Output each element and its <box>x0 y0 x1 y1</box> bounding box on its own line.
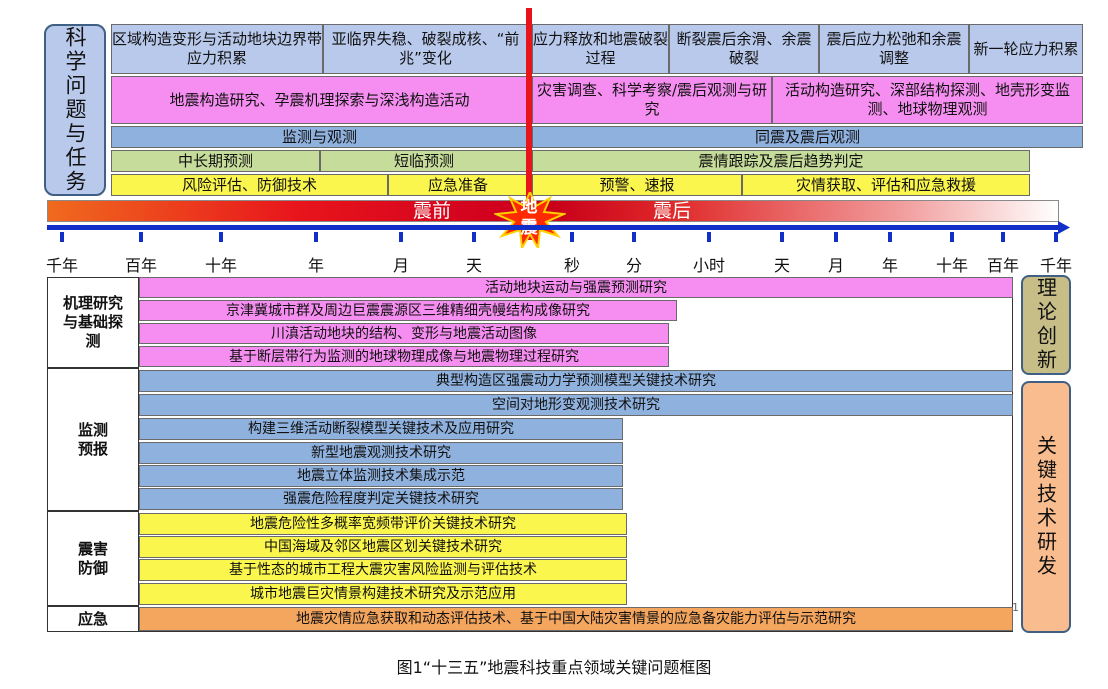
research-item: 城市地震巨灾情景构建技术研究及示范应用 <box>139 583 627 605</box>
page-mark: 1 <box>1012 601 1019 614</box>
category-emergency: 应急 <box>47 606 139 632</box>
key-tech-text: 关键技术研发 <box>1033 435 1058 579</box>
science-task-label-text: 科学问题与任务 <box>63 26 87 194</box>
research-item: 地震立体监测技术集成示范 <box>139 465 623 487</box>
timeline-axis <box>47 225 1061 230</box>
timeline-tick-label: 年 <box>881 256 898 275</box>
timeline-tick-label: 百年 <box>124 256 157 275</box>
timeline-tick <box>834 232 838 242</box>
timeline-tick-label: 秒 <box>563 256 580 275</box>
task-row1-item: 新一轮应力积累 <box>969 24 1083 74</box>
timeline-tick <box>314 232 318 242</box>
research-item: 空间对地形变观测技术研究 <box>139 394 1013 416</box>
timeline-tick-label: 天 <box>773 256 790 275</box>
category-defense: 震害防御 <box>47 511 139 606</box>
earthquake-divider-line <box>526 8 532 240</box>
timeline-tick <box>1001 232 1005 242</box>
research-item: 活动地块运动与强震预测研究 <box>139 277 1013 298</box>
theory-innovation-text: 理论创新 <box>1033 277 1058 373</box>
task-row2-item: 地震构造研究、孕震机理探索与深浅构造活动 <box>111 76 528 124</box>
timeline-tick-label: 年 <box>307 256 324 275</box>
after-quake-label: 震后 <box>652 200 691 222</box>
earthquake-label: 地震 <box>520 197 538 238</box>
task-row4-item: 中长期预测 <box>111 150 320 172</box>
timeline-tick-label: 百年 <box>986 256 1019 275</box>
research-item: 地震危险性多概率宽频带评价关键技术研究 <box>139 513 627 535</box>
time-band <box>47 200 1059 222</box>
task-row1-item: 亚临界失稳、破裂成核、“前兆”变化 <box>323 24 528 74</box>
timeline-tick <box>60 232 64 242</box>
timeline-tick-label: 十年 <box>935 256 968 275</box>
timeline-tick <box>1054 232 1058 242</box>
axis-arrow-icon <box>1058 221 1070 234</box>
task-row5-item: 预警、速报 <box>532 174 742 196</box>
task-row5-item: 风险评估、防御技术 <box>111 174 388 196</box>
task-row1-item: 震后应力松弛和余震调整 <box>819 24 969 74</box>
timeline-tick <box>780 232 784 242</box>
task-row3-item: 监测与观测 <box>111 126 528 148</box>
research-item: 川滇活动地块的结构、变形与地震活动图像 <box>139 323 669 344</box>
category-mechanism: 机理研究与基础探测 <box>47 277 139 368</box>
research-item: 典型构造区强震动力学预测模型关键技术研究 <box>139 370 1013 392</box>
timeline-tick <box>570 232 574 242</box>
category-monitoring: 监测预报 <box>47 368 139 511</box>
research-item: 新型地震观测技术研究 <box>139 442 623 464</box>
research-item: 京津冀城市群及周边巨震震源区三维精细壳幔结构成像研究 <box>139 300 677 321</box>
timeline-tick-label: 千年 <box>1039 256 1072 275</box>
timeline-tick-label: 小时 <box>692 256 725 275</box>
timeline-tick-label: 月 <box>392 256 409 275</box>
earthquake-burst-icon <box>494 192 566 248</box>
task-row4-item: 震情跟踪及震后趋势判定 <box>532 150 1030 172</box>
task-row1-item: 区域构造变形与活动地块边界带应力积累 <box>111 24 323 74</box>
before-quake-label: 震前 <box>412 200 451 222</box>
theory-innovation-label: 理论创新 <box>1021 275 1071 375</box>
timeline-tick-label: 分 <box>625 256 642 275</box>
task-row4-item: 短临预测 <box>320 150 528 172</box>
research-item: 地震灾情应急获取和动态评估技术、基于中国大陆灾害情景的应急备灾能力评估与示范研究 <box>139 607 1013 631</box>
timeline-tick <box>219 232 223 242</box>
timeline-tick-label: 十年 <box>204 256 237 275</box>
research-item: 基于性态的城市工程大震灾害风险监测与评估技术 <box>139 559 627 581</box>
timeline-tick-label: 月 <box>827 256 844 275</box>
task-row2-item: 灾害调查、科学考察/震后观测与研究 <box>532 76 772 124</box>
timeline-tick <box>888 232 892 242</box>
timeline-tick <box>472 232 476 242</box>
research-item: 基于断层带行为监测的地球物理成像与地震物理过程研究 <box>139 346 669 367</box>
task-row5-item: 灾情获取、评估和应急救援 <box>742 174 1030 196</box>
figure-caption: 图1“十三五”地震科技重点领域关键问题框图 <box>396 658 712 677</box>
timeline-tick <box>632 232 636 242</box>
timeline-tick <box>139 232 143 242</box>
research-item: 构建三维活动断裂模型关键技术及应用研究 <box>139 418 623 440</box>
task-row2-item: 活动构造研究、深部结构探测、地壳形变监测、地球物理观测 <box>772 76 1083 124</box>
task-row1-item: 应力释放和地震破裂过程 <box>532 24 669 74</box>
task-row5-item: 应急准备 <box>388 174 528 196</box>
timeline-tick <box>950 232 954 242</box>
research-item: 强震危险程度判定关键技术研究 <box>139 488 623 510</box>
task-row1-item: 断裂震后余滑、余震破裂 <box>669 24 819 74</box>
science-task-label: 科学问题与任务 <box>44 24 106 196</box>
timeline-tick <box>707 232 711 242</box>
timeline-tick-label: 千年 <box>45 256 78 275</box>
research-item: 中国海域及邻区地震区划关键技术研究 <box>139 536 627 558</box>
timeline-tick-label: 天 <box>465 256 482 275</box>
timeline-tick <box>399 232 403 242</box>
key-tech-label: 关键技术研发 <box>1021 381 1071 633</box>
task-row3-item: 同震及震后观测 <box>532 126 1083 148</box>
